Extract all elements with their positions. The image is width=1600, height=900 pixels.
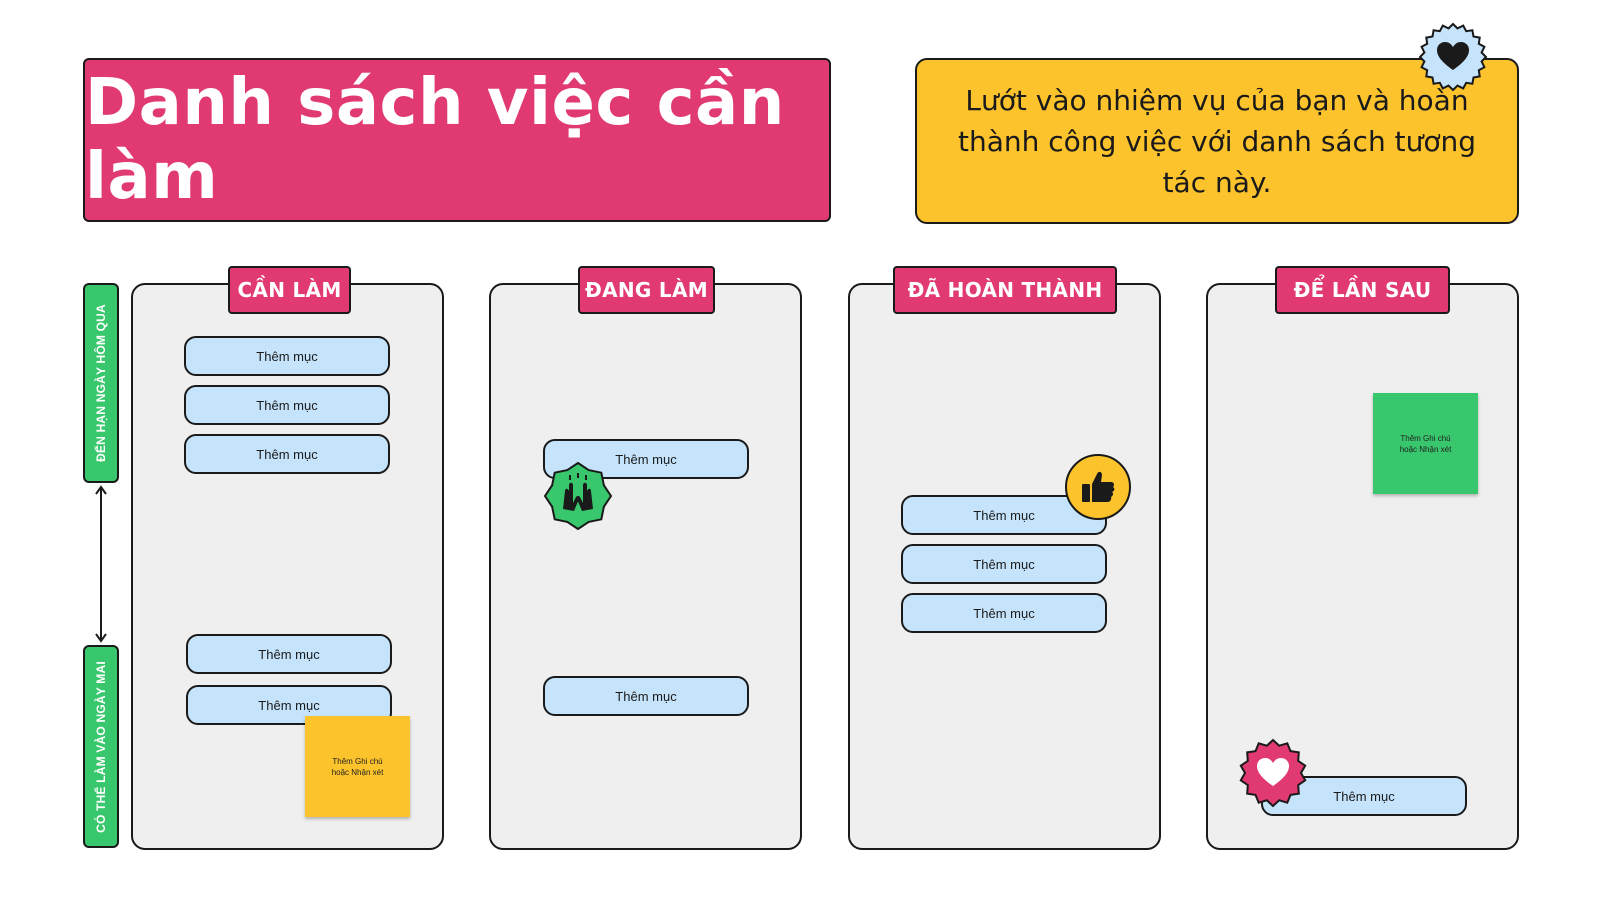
column-later-title: ĐỂ LẦN SAU [1275,266,1450,314]
description-box: Lướt vào nhiệm vụ của bạn và hoàn thành … [915,58,1519,224]
todo-item[interactable]: Thêm mục [184,385,390,425]
do-tomorrow-label: CÓ THỂ LÀM VÀO NGÀY MAI [94,660,108,833]
doing-item[interactable]: Thêm mục [543,676,749,716]
todo-item[interactable]: Thêm mục [184,434,390,474]
done-item[interactable]: Thêm mục [901,544,1107,584]
page-title: Danh sách việc cần làm [85,66,785,214]
double-arrow [95,485,107,643]
column-todo-title: CẦN LÀM [228,266,351,314]
sticky-note-green[interactable]: Thêm Ghi chú hoặc Nhận xét [1373,393,1478,494]
page-title-banner: Danh sách việc cần làm [83,58,831,222]
column-doing-title: ĐANG LÀM [578,266,715,314]
heart-icon [1239,738,1307,808]
sticky-note-text: Thêm Ghi chú hoặc Nhận xét [331,756,384,777]
column-doing [489,283,802,850]
raised-hands-icon [543,461,613,531]
sticky-note-yellow[interactable]: Thêm Ghi chú hoặc Nhận xét [305,716,410,817]
thumbs-up-icon [1065,454,1131,520]
column-done-title: ĐÃ HOÀN THÀNH [893,266,1117,314]
due-yesterday-tag: ĐẾN HẠN NGÀY HÔM QUA [83,283,119,483]
due-yesterday-label: ĐẾN HẠN NGÀY HÔM QUA [94,304,108,462]
todo-item[interactable]: Thêm mục [186,634,392,674]
heart-icon [1418,22,1488,92]
description-text: Lướt vào nhiệm vụ của bạn và hoàn thành … [958,83,1476,199]
todo-item[interactable]: Thêm mục [184,336,390,376]
done-item[interactable]: Thêm mục [901,593,1107,633]
sticky-note-text: Thêm Ghi chú hoặc Nhận xét [1399,433,1452,454]
do-tomorrow-tag: CÓ THỂ LÀM VÀO NGÀY MAI [83,645,119,848]
